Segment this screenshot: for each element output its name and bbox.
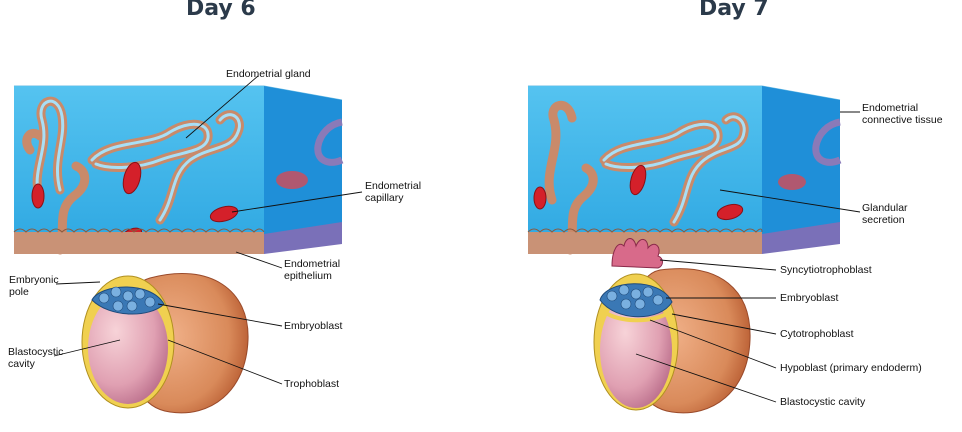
leader-lines [53,75,861,403]
day6-title: Day 6 [186,0,256,21]
day6-endometrial-epithelium [13,222,342,254]
label-endometrial-connective-tissue: Endometrial connective tissue [862,102,943,126]
day7-hypoblast [602,310,672,323]
label-endometrial-epithelium: Endometrial epithelium [284,258,341,282]
label-syncytiotrophoblast: Syncytiotrophoblast [780,264,872,276]
label-glandular-secretion: Glandular secretion [862,202,908,226]
label-embryonic-pole: Embryonic pole [9,274,59,298]
day7-panel [527,85,842,414]
label-trophoblast: Trophoblast [284,378,340,390]
day7-title: Day 7 [699,0,769,21]
day6-panel [13,85,344,414]
label-hypoblast: Hypoblast (primary endoderm) [780,362,922,374]
day7-tissue-side [762,86,840,246]
label-embryoblast-day6: Embryoblast [284,320,343,332]
day7-syncytiotrophoblast [611,238,663,269]
label-embryoblast-day7: Embryoblast [780,292,839,304]
label-endometrial-gland-day6: Endometrial gland [226,68,311,80]
day6-tissue-side [264,86,342,246]
label-blastocystic-cavity-day6: Blastocystic cavity [8,346,64,370]
label-cytotrophoblast: Cytotrophoblast [780,328,854,340]
label-endometrial-capillary: Endometrial capillary [365,180,422,204]
day7-endometrial-capillaries [533,164,744,221]
day7-blastocyst [593,268,751,414]
day6-blastocyst [81,273,249,414]
label-blastocystic-cavity-day7: Blastocystic cavity [780,396,866,408]
